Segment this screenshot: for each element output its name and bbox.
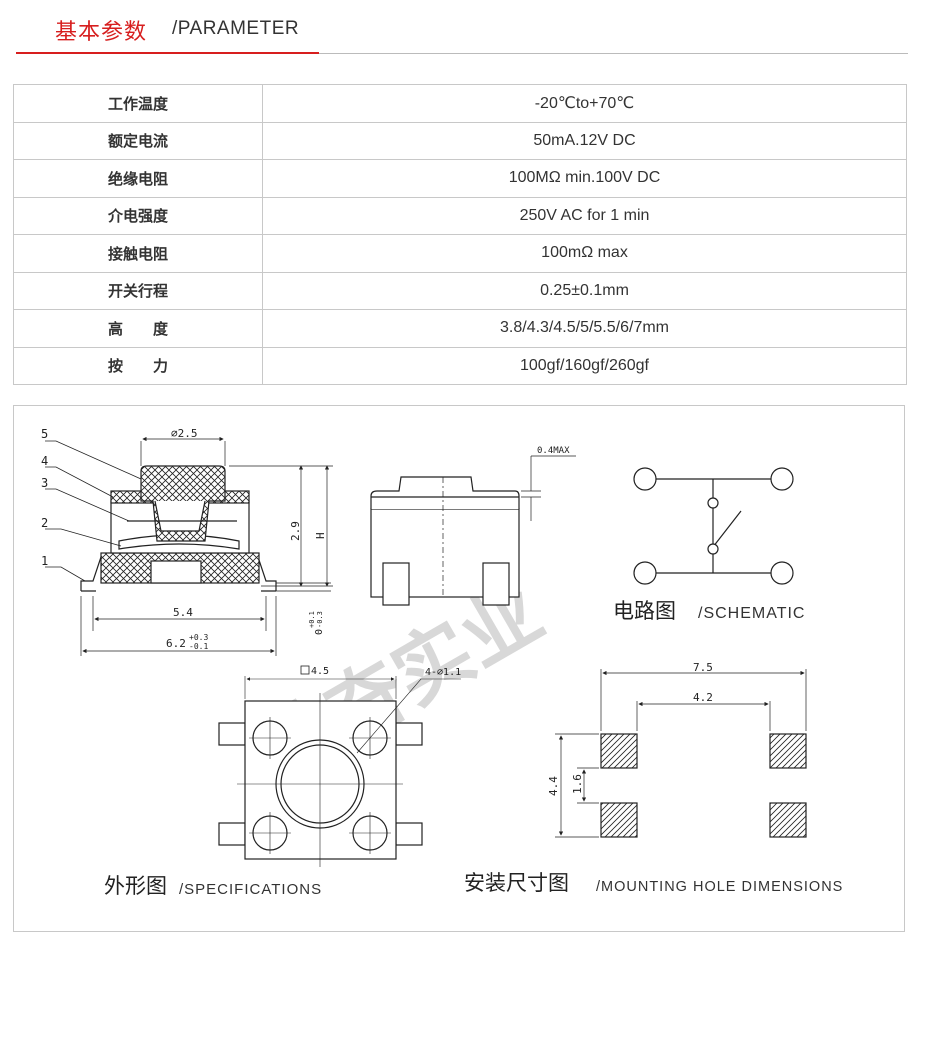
callout-group <box>45 440 142 582</box>
mounting-pads <box>600 733 807 838</box>
param-label: 绝缘电阻 <box>13 159 263 198</box>
dim-inner-4-2: 4.2 <box>693 691 713 704</box>
section-header: 基本参数 /PARAMETER <box>0 0 931 56</box>
dim-gap-0-4max: 0.4MAX <box>537 446 570 456</box>
technical-drawing: 勤奋实业 5 4 3 2 1 <box>41 427 843 898</box>
param-label: 开关行程 <box>13 271 263 310</box>
param-label: 按 力 <box>13 346 263 385</box>
side-view-dimension <box>521 455 576 521</box>
parameter-table: 工作温度 -20℃to+70℃ 额定电流 50mA.12V DC 绝缘电阻 10… <box>13 84 907 385</box>
table-row: 接触电阻 100mΩ max <box>13 234 907 273</box>
param-label: 介电强度 <box>13 196 263 235</box>
specifications-label-en: /SPECIFICATIONS <box>179 881 322 898</box>
callout-2: 2 <box>41 516 48 530</box>
schematic-diagram <box>633 467 794 585</box>
header-accent-line <box>16 52 319 54</box>
table-row: 按 力 100gf/160gf/260gf <box>13 346 907 385</box>
table-row: 额定电流 50mA.12V DC <box>13 121 907 160</box>
dim-outer-7-5: 7.5 <box>693 661 713 674</box>
dim-vertical-4-4: 4.4 <box>547 776 560 796</box>
callout-1: 1 <box>41 554 48 568</box>
mounting-label-en: /MOUNTING HOLE DIMENSIONS <box>596 879 843 895</box>
param-label: 工作温度 <box>13 84 263 123</box>
param-label: 高 度 <box>13 309 263 348</box>
dim-square-4-5: 4.5 <box>311 666 329 677</box>
section-title-cn: 基本参数 <box>55 20 148 45</box>
square-symbol-icon <box>300 665 310 675</box>
dim-holes: 4-⌀1.1 <box>425 667 461 678</box>
specifications-label-cn: 外形图 <box>104 874 167 898</box>
callout-3: 3 <box>41 476 48 490</box>
callout-5: 5 <box>41 427 48 441</box>
callout-4: 4 <box>41 454 48 468</box>
dim-width-6-2-tol-plus: +0.3 <box>189 633 208 642</box>
dim-top-diameter: ⌀2.5 <box>171 427 198 440</box>
param-value: 0.25±0.1mm <box>262 271 907 310</box>
dim-base-tol-minus: -0.3 <box>316 611 324 628</box>
table-row: 绝缘电阻 100MΩ min.100V DC <box>13 159 907 198</box>
technical-drawing-panel: 勤奋实业 5 4 3 2 1 <box>13 405 905 932</box>
dim-base: 0 <box>314 629 325 635</box>
specifications-centerlines <box>237 676 461 867</box>
table-row: 介电强度 250V AC for 1 min <box>13 196 907 235</box>
dim-base-tol-plus: +0.1 <box>308 611 316 628</box>
param-label: 接触电阻 <box>13 234 263 273</box>
header-divider <box>16 53 908 54</box>
param-value: 3.8/4.3/4.5/5/5.5/6/7mm <box>262 309 907 348</box>
param-value: 250V AC for 1 min <box>262 196 907 235</box>
table-row: 开关行程 0.25±0.1mm <box>13 271 907 310</box>
mounting-label-cn: 安装尺寸图 <box>464 871 569 895</box>
param-value: 100MΩ min.100V DC <box>262 159 907 198</box>
schematic-label-cn: 电路图 <box>613 599 676 623</box>
table-row: 高 度 3.8/4.3/4.5/5/5.5/6/7mm <box>13 309 907 348</box>
param-value: 100gf/160gf/260gf <box>262 346 907 385</box>
dim-width-6-2: 6.2 <box>166 637 186 650</box>
cross-section-view <box>80 465 277 592</box>
dim-height-2-9: 2.9 <box>289 521 302 541</box>
side-view <box>370 476 520 606</box>
param-label: 额定电流 <box>13 121 263 160</box>
section-title-en: /PARAMETER <box>172 18 300 39</box>
param-value: 50mA.12V DC <box>262 121 907 160</box>
dim-vertical-1-6: 1.6 <box>571 774 584 794</box>
param-value: -20℃to+70℃ <box>262 84 907 123</box>
mounting-dimensions <box>555 669 807 838</box>
dim-width-6-2-tol-minus: -0.1 <box>189 642 208 651</box>
cross-section-dimensions <box>80 436 333 656</box>
table-row: 工作温度 -20℃to+70℃ <box>13 84 907 123</box>
dim-height-h: H <box>314 532 327 539</box>
schematic-label-en: /SCHEMATIC <box>698 605 805 622</box>
dim-width-5-4: 5.4 <box>173 606 193 619</box>
specifications-view <box>218 700 423 860</box>
param-value: 100mΩ max <box>262 234 907 273</box>
